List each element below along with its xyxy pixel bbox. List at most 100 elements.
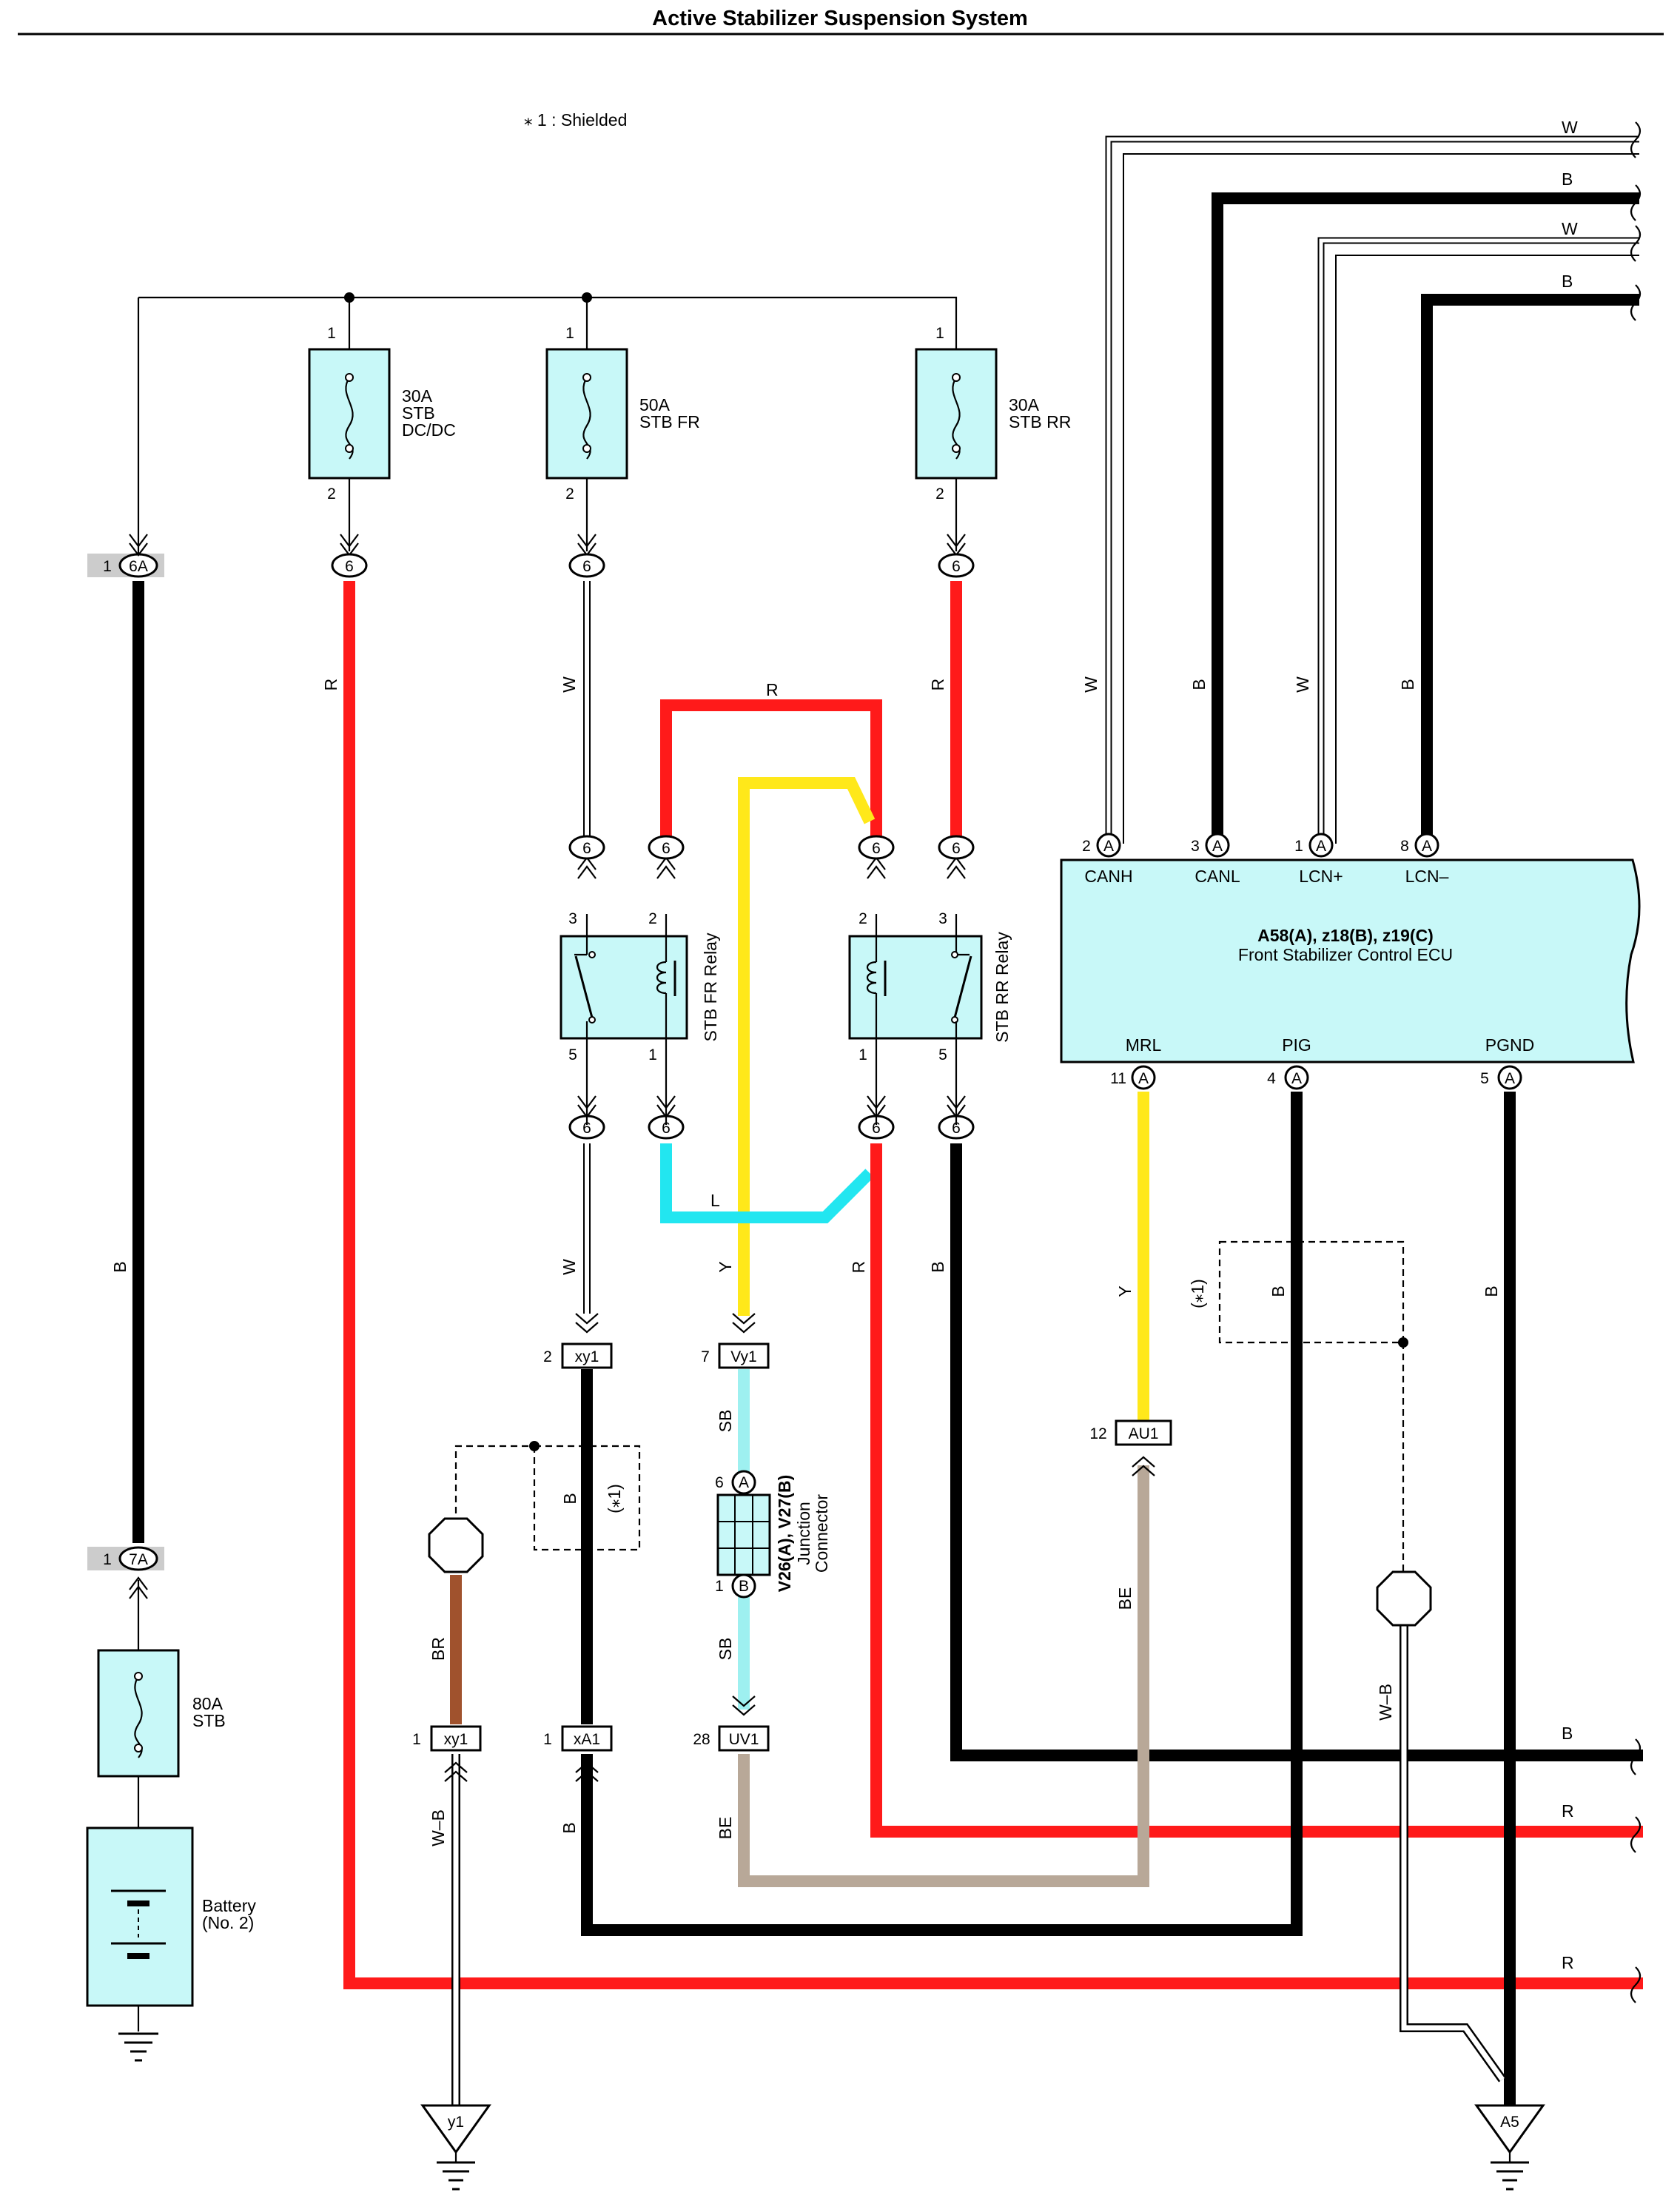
connector-6: 6: [568, 1095, 605, 1140]
junction-label: Connector: [812, 1494, 831, 1573]
wire-label: Y: [716, 1261, 735, 1272]
ecu-terminal-name: LCN–: [1405, 867, 1449, 886]
relay-stb-fr: 3 2 5 1 STB FR Relay: [560, 910, 720, 1125]
fuse-terminal: [134, 1744, 143, 1752]
wire-label: B: [1189, 679, 1209, 690]
pin-number: 2: [543, 1348, 552, 1365]
wire-be: [738, 1465, 1149, 1887]
wire-label: R: [1562, 1801, 1574, 1821]
chevron-down-icon: [129, 534, 148, 557]
top-bus: [138, 296, 958, 349]
fuse-body: [97, 1649, 180, 1778]
connector-id: A: [1316, 838, 1326, 855]
chevron-up-icon: [1132, 1456, 1155, 1476]
wire-label: W–B: [429, 1809, 448, 1846]
wire-label: B: [110, 1261, 130, 1272]
chevron-up-icon: [129, 1576, 148, 1599]
pin-number: 2: [648, 910, 657, 927]
wire-label: B: [560, 1822, 579, 1833]
battery-body: [86, 1826, 194, 2007]
connector-id: Vy1: [730, 1348, 756, 1365]
relay-label: STB RR Relay: [992, 932, 1012, 1043]
fuse-rating: 80A: [192, 1694, 224, 1713]
connector-id: 6: [582, 840, 591, 857]
ecu-part-codes: A58(A), z18(B), z19(C): [1257, 926, 1434, 945]
pin-number: 1: [103, 558, 112, 575]
continuation-mark: [1630, 225, 1642, 262]
wire-label: R: [1562, 1953, 1574, 1972]
wire-r-dcdc: [343, 581, 1643, 1989]
fuse-body: [545, 348, 628, 480]
fuse-stb-fr: 1 2 50A STB FR: [545, 325, 700, 503]
ecu-terminal-name: MRL: [1126, 1035, 1162, 1055]
ground-point-y1: y1: [420, 2104, 491, 2191]
relay-contact: [588, 1016, 596, 1024]
connector-id: 6: [582, 558, 591, 575]
shield-junction-dot: [529, 1441, 540, 1451]
pin-number: 5: [568, 1046, 577, 1063]
wire-wb-right-outline: [1400, 1624, 1506, 2083]
connector-6: 6: [331, 534, 368, 578]
connector-id: 6: [952, 1120, 961, 1137]
pin-number: 1: [859, 1046, 867, 1063]
wire-canh-outline: [1105, 135, 1639, 844]
pin-number: 4: [1267, 1070, 1276, 1087]
continuation-mark: [1630, 284, 1642, 321]
connector-6: 6: [858, 1095, 895, 1140]
pin-number: 5: [1480, 1070, 1489, 1087]
ecu-terminal-name: PGND: [1485, 1035, 1534, 1055]
continuation-mark: [1630, 1966, 1642, 2003]
relay-label: STB FR Relay: [701, 932, 720, 1041]
junction-label: V26(A), V27(B): [775, 1475, 794, 1592]
battery-label: (No. 2): [202, 1913, 254, 1932]
wire-label: B: [928, 1261, 947, 1272]
wire-label: B: [1398, 679, 1417, 690]
pin-number: 2: [1082, 838, 1091, 855]
connector-id: A: [739, 1474, 749, 1491]
bus-junction-dot: [582, 292, 592, 303]
wire-label: Y: [1115, 1285, 1135, 1297]
continuation-mark: [1630, 121, 1642, 158]
connector-id: 6: [872, 840, 881, 857]
relay-stb-rr: 2 3 1 5 STB RR Relay: [848, 910, 1012, 1125]
connector-id: A: [1422, 838, 1432, 855]
ground-point-a5: A5: [1474, 2104, 1545, 2191]
wire-r-rr-out: [870, 1143, 1643, 1838]
ecu-name: Front Stabilizer Control ECU: [1238, 945, 1453, 964]
wire-lcnm: [1421, 294, 1639, 844]
connector-id: 6: [952, 840, 961, 857]
wire-label: R: [321, 679, 340, 691]
wire-label: BE: [1115, 1587, 1135, 1610]
fuse-name: STB FR: [639, 412, 700, 431]
fuse-name: STB: [192, 1711, 226, 1730]
connector-7a: 7A 1: [87, 1546, 164, 1571]
wire-lcnp-shield: [1335, 255, 1639, 844]
fuse-terminal: [582, 444, 591, 453]
fuse-terminal: [345, 444, 354, 453]
chevron-down-icon: [575, 1313, 599, 1334]
fuse-name: DC/DC: [402, 420, 456, 440]
ecu-terminal-name: CANH: [1084, 867, 1132, 886]
front-stabilizer-control-ecu: A58(A), z18(B), z19(C) Front Stabilizer …: [1060, 833, 1641, 1090]
pin-number: 11: [1110, 1070, 1126, 1087]
shield-label: (⁎1): [1188, 1279, 1207, 1308]
wire-y-relay: [738, 777, 876, 1316]
relay-coil-icon: [866, 961, 877, 995]
ecu-terminal-name: LCN+: [1299, 867, 1343, 886]
connector-id: 6: [582, 1120, 591, 1137]
wire-label: R: [766, 680, 779, 699]
pin-number: 1: [103, 1551, 112, 1568]
chevron-up-icon: [577, 856, 597, 879]
fuse-terminal: [134, 1672, 143, 1681]
fuse-terminal: [345, 373, 354, 382]
wire-labels: W B W B B R R R L R W R W B W B B W Y R …: [110, 118, 1578, 1972]
wire-l: [660, 1143, 874, 1223]
pin-number: 2: [327, 485, 336, 503]
fuse-body: [915, 348, 998, 480]
connector-6: 6: [648, 835, 685, 879]
wire-b-pig: [581, 1092, 1303, 1936]
wire-label: L: [710, 1191, 720, 1210]
fuse-terminal: [582, 373, 591, 382]
